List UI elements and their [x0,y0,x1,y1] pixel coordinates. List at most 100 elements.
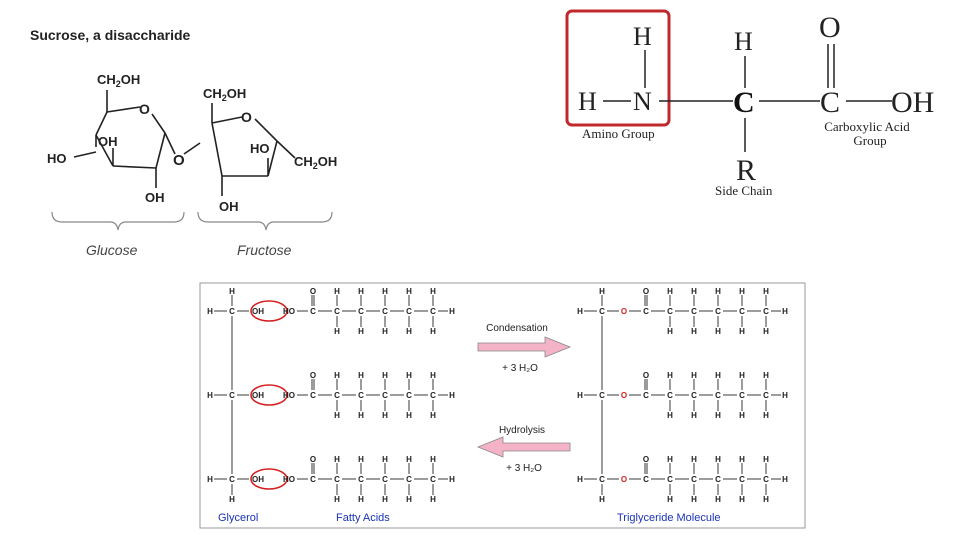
glycerol-hydrogen: H [599,287,605,296]
carbonyl-carbon: C [310,475,316,484]
sucrose-diagram: Sucrose, a disaccharide CH2OH O HO OH OH… [30,27,337,258]
fatty-acid-hydroxyl: HO [283,307,295,316]
chain-hydrogen: H [430,455,436,464]
glycerol-carbon: C [229,391,235,400]
ester-oxygen: O [621,391,627,400]
chain-hydrogen: H [358,287,364,296]
terminal-hydrogen: H [449,475,455,484]
reacting-groups-highlight [250,468,288,490]
alpha-hydrogen: H [734,27,753,56]
chain-carbon: C [430,307,436,316]
hydrolysis-arrow [476,436,571,458]
glycerol-hydrogen: H [229,287,235,296]
chain-carbon: C [739,391,745,400]
chain-hydrogen: H [406,411,412,420]
carbonyl-oxygen: O [643,371,649,380]
chain-carbon: C [763,307,769,316]
glycerol-hydrogen: H [207,475,213,484]
carbonyl-oxygen: O [310,287,316,296]
fructose-ho: HO [250,141,270,156]
amino-group-label: Amino Group [582,126,655,141]
carbonyl-carbon: C [643,307,649,316]
chain-carbon: C [358,475,364,484]
glucose-ch2oh: CH2OH [97,72,140,89]
fatty-acid-hydroxyl: HO [283,391,295,400]
chain-hydrogen: H [715,371,721,380]
chain-carbon: C [691,475,697,484]
chain-carbon: C [715,391,721,400]
carboxyl-carbon: C [820,86,840,119]
chain-carbon: C [382,475,388,484]
fructose-ch2oh-top: CH2OH [203,86,246,103]
chain-hydrogen: H [763,327,769,336]
glycerol-hydrogen: H [577,307,583,316]
chain-hydrogen: H [667,287,673,296]
chain-hydrogen: H [334,411,340,420]
fructose-brace [197,211,333,231]
glycerol-hydroxyl: OH [252,391,264,400]
fatty-acids-label: Fatty Acids [336,512,390,524]
chain-hydrogen: H [667,327,673,336]
glycerol-carbon: C [229,475,235,484]
terminal-hydrogen: H [449,391,455,400]
glycerol-carbon: C [599,391,605,400]
chain-carbon: C [334,391,340,400]
glycosidic-oxygen: O [173,152,185,169]
chain-carbon: C [667,391,673,400]
chain-hydrogen: H [358,327,364,336]
chain-carbon: C [763,475,769,484]
chain-hydrogen: H [715,495,721,504]
chain-hydrogen: H [334,287,340,296]
chain-carbon: C [691,307,697,316]
ester-oxygen: O [621,475,627,484]
carbonyl-oxygen: O [310,371,316,380]
glucose-brace [51,211,185,231]
ester-oxygen: O [621,307,627,316]
chain-hydrogen: H [430,411,436,420]
glycerol-hydrogen: H [577,391,583,400]
chain-carbon: C [667,475,673,484]
chain-hydrogen: H [382,455,388,464]
triglyceride-frame [199,282,806,529]
chain-hydrogen: H [382,371,388,380]
chain-hydrogen: H [406,495,412,504]
chain-carbon: C [763,391,769,400]
chain-hydrogen: H [739,411,745,420]
carbonyl-oxygen: O [310,455,316,464]
reacting-groups-highlight [250,300,288,322]
glycerol-hydrogen: H [577,475,583,484]
carbonyl-carbon: C [643,391,649,400]
chain-hydrogen: H [430,371,436,380]
chain-carbon: C [667,307,673,316]
chain-hydrogen: H [739,495,745,504]
chain-hydrogen: H [739,327,745,336]
chain-carbon: C [406,391,412,400]
terminal-hydrogen: H [782,307,788,316]
chain-hydrogen: H [715,327,721,336]
terminal-hydrogen: H [782,391,788,400]
glycerol-hydrogen: H [207,307,213,316]
chain-hydrogen: H [691,495,697,504]
chain-hydrogen: H [358,455,364,464]
glucose-ho: HO [47,151,67,166]
chain-hydrogen: H [430,287,436,296]
fructose-ring-oxygen: O [241,109,252,125]
fructose-label: Fructose [237,242,292,258]
chain-hydrogen: H [382,327,388,336]
carboxyl-label-line2: Group [853,133,886,148]
chain-hydrogen: H [334,371,340,380]
chain-hydrogen: H [691,287,697,296]
chain-carbon: C [430,391,436,400]
glycerol-hydrogen: H [599,495,605,504]
terminal-hydrogen: H [782,475,788,484]
chain-hydrogen: H [739,455,745,464]
glycerol-carbon: C [599,307,605,316]
chain-hydrogen: H [691,371,697,380]
carbonyl-oxygen: O [643,455,649,464]
chain-hydrogen: H [763,495,769,504]
amine-left-hydrogen: H [578,87,597,116]
terminal-hydrogen: H [449,307,455,316]
